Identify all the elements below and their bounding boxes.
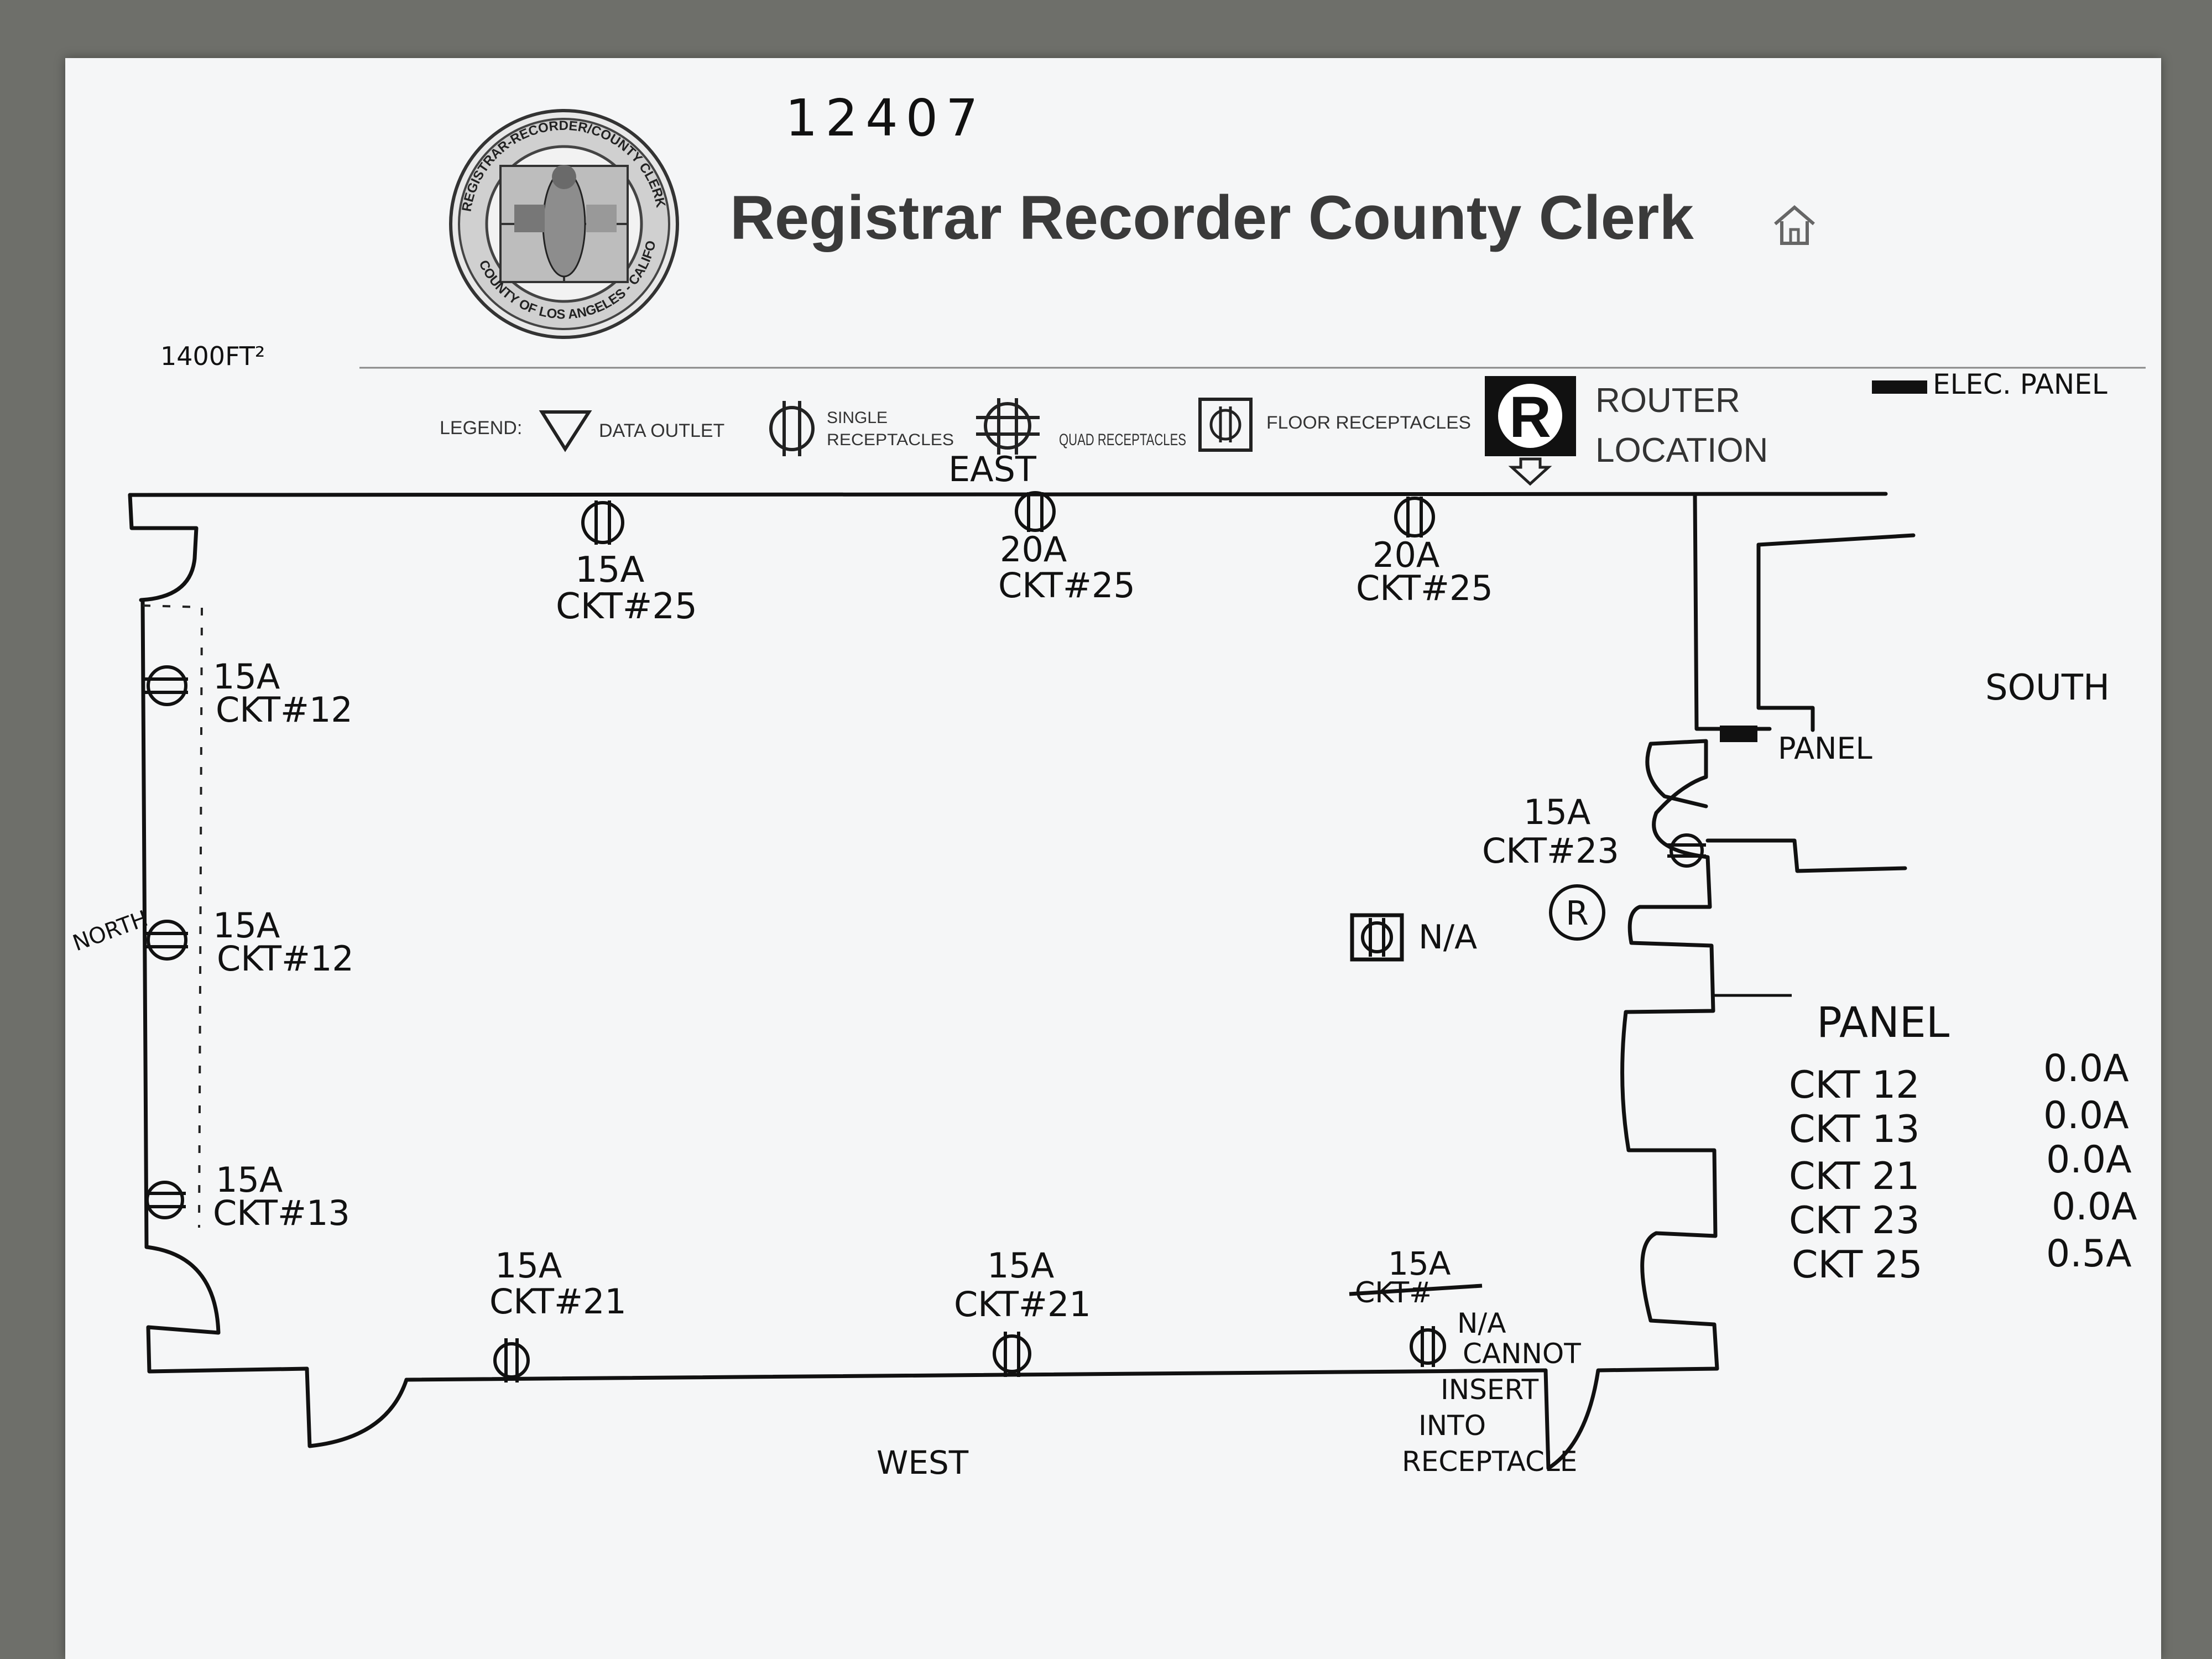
south-amps: 15A bbox=[1524, 792, 1590, 832]
receptacle-west-1-icon bbox=[493, 1338, 530, 1383]
legend-single: RECEPTACLES bbox=[827, 431, 954, 449]
east-2-circuit: CKT#25 bbox=[998, 565, 1135, 606]
south-circuit: CKT#23 bbox=[1482, 831, 1619, 871]
elec-panel-icon bbox=[1872, 380, 1927, 394]
legend-quad: QUAD RECEPTACLES bbox=[1059, 431, 1186, 449]
quad-receptacle-icon bbox=[976, 398, 1040, 455]
area-note: 1400FT² bbox=[160, 341, 265, 371]
direction-west: WEST bbox=[877, 1444, 969, 1481]
receptacle-north-2-icon bbox=[145, 920, 188, 961]
west-1-amps: 15A bbox=[495, 1245, 562, 1286]
receptacle-north-3-icon bbox=[145, 1181, 186, 1219]
receptacle-west-2-icon bbox=[993, 1332, 1031, 1377]
panel-table-title: PANEL bbox=[1817, 998, 1949, 1047]
north-2-amps: 15A bbox=[213, 905, 280, 946]
legend-elec-panel: ELEC. PANEL bbox=[1933, 368, 2107, 400]
receptacle-east-1-icon bbox=[581, 500, 624, 545]
north-3-amps: 15A bbox=[216, 1160, 283, 1200]
single-receptacle-icon bbox=[769, 401, 815, 456]
east-3-amps: 20A bbox=[1373, 535, 1439, 575]
direction-north: NORTH bbox=[70, 906, 152, 956]
north-2-circuit: CKT#12 bbox=[217, 938, 354, 979]
floor-note: N/A bbox=[1418, 918, 1477, 957]
north-3-circuit: CKT#13 bbox=[213, 1193, 350, 1233]
page-title: Registrar Recorder County Clerk bbox=[730, 183, 1694, 252]
legend-router-line1: ROUTER bbox=[1595, 382, 1740, 420]
router-icon: R bbox=[1485, 376, 1576, 486]
north-1-amps: 15A bbox=[213, 656, 280, 697]
panel-row-load: 0.0A bbox=[2052, 1185, 2137, 1229]
west-2-circuit: CKT#21 bbox=[954, 1284, 1091, 1324]
paper-sheet bbox=[65, 58, 2161, 1659]
panel-label: PANEL bbox=[1778, 731, 1872, 766]
receptacle-north-1-icon bbox=[145, 665, 188, 706]
legend-router-line2: LOCATION bbox=[1595, 431, 1768, 469]
receptacle-west-3-icon bbox=[1410, 1326, 1446, 1367]
east-1-amps: 15A bbox=[575, 550, 644, 591]
county-seal-icon: REGISTRAR-RECORDER/COUNTY CLERK COUNTY O… bbox=[0, 0, 679, 339]
panel-row-circuit: CKT 25 bbox=[1792, 1243, 1922, 1287]
direction-south: SOUTH bbox=[1985, 667, 2110, 708]
panel-row-load: 0.0A bbox=[2043, 1094, 2129, 1138]
panel-row-circuit: CKT 13 bbox=[1789, 1108, 1919, 1151]
panel-row-circuit: CKT 23 bbox=[1789, 1199, 1919, 1243]
west-2-amps: 15A bbox=[987, 1245, 1054, 1286]
legend-label: LEGEND: bbox=[440, 418, 522, 439]
floor-receptacle-marker-icon bbox=[1350, 913, 1404, 962]
receptacle-east-3-icon bbox=[1394, 497, 1435, 538]
floor-receptacle-icon bbox=[1198, 398, 1253, 452]
west-1-circuit: CKT#21 bbox=[489, 1281, 627, 1322]
west-3-note-1: N/A bbox=[1457, 1307, 1506, 1339]
panel-row-load: 0.5A bbox=[2046, 1232, 2132, 1276]
west-3-note-2: CANNOT bbox=[1463, 1338, 1581, 1370]
west-3-circuit-struck: CKT# bbox=[1349, 1276, 1483, 1310]
panel-row-load: 0.0A bbox=[2046, 1138, 2132, 1182]
west-3-note-5: RECEPTACLE bbox=[1402, 1446, 1577, 1478]
west-3-note-4: INTO bbox=[1418, 1410, 1486, 1442]
north-1-circuit: CKT#12 bbox=[216, 690, 353, 730]
direction-east: EAST bbox=[948, 449, 1037, 489]
room-walls bbox=[128, 492, 1916, 1470]
panel-table: PANEL CKT 12 0.0A CKT 13 0.0A CKT 21 0.0… bbox=[1789, 998, 2137, 1287]
east-2-amps: 20A bbox=[1000, 529, 1067, 570]
west-3-note-3: INSERT bbox=[1441, 1374, 1539, 1406]
east-3-circuit: CKT#25 bbox=[1356, 568, 1493, 608]
east-1-circuit: CKT#25 bbox=[556, 586, 697, 627]
home-icon bbox=[1774, 205, 1815, 245]
receptacle-south-icon bbox=[1667, 833, 1706, 868]
router-marker-icon: R bbox=[1549, 884, 1605, 941]
triangle-data-outlet-icon bbox=[539, 410, 592, 452]
svg-text:R: R bbox=[1566, 894, 1589, 933]
svg-text:R: R bbox=[1509, 385, 1551, 450]
panel-row-load: 0.0A bbox=[2043, 1047, 2129, 1091]
legend-single-line1: SINGLE bbox=[827, 409, 888, 427]
job-number: 12407 bbox=[785, 88, 986, 148]
panel-row-circuit: CKT 21 bbox=[1789, 1155, 1919, 1198]
legend-floor: FLOOR RECEPTACLES bbox=[1266, 413, 1471, 432]
receptacle-east-2-icon bbox=[1015, 491, 1056, 532]
west-3-amps: 15A bbox=[1388, 1245, 1451, 1282]
legend-data-outlet: DATA OUTLET bbox=[599, 420, 724, 441]
panel-row-circuit: CKT 12 bbox=[1789, 1063, 1919, 1107]
panel-box-icon bbox=[1720, 726, 1757, 742]
